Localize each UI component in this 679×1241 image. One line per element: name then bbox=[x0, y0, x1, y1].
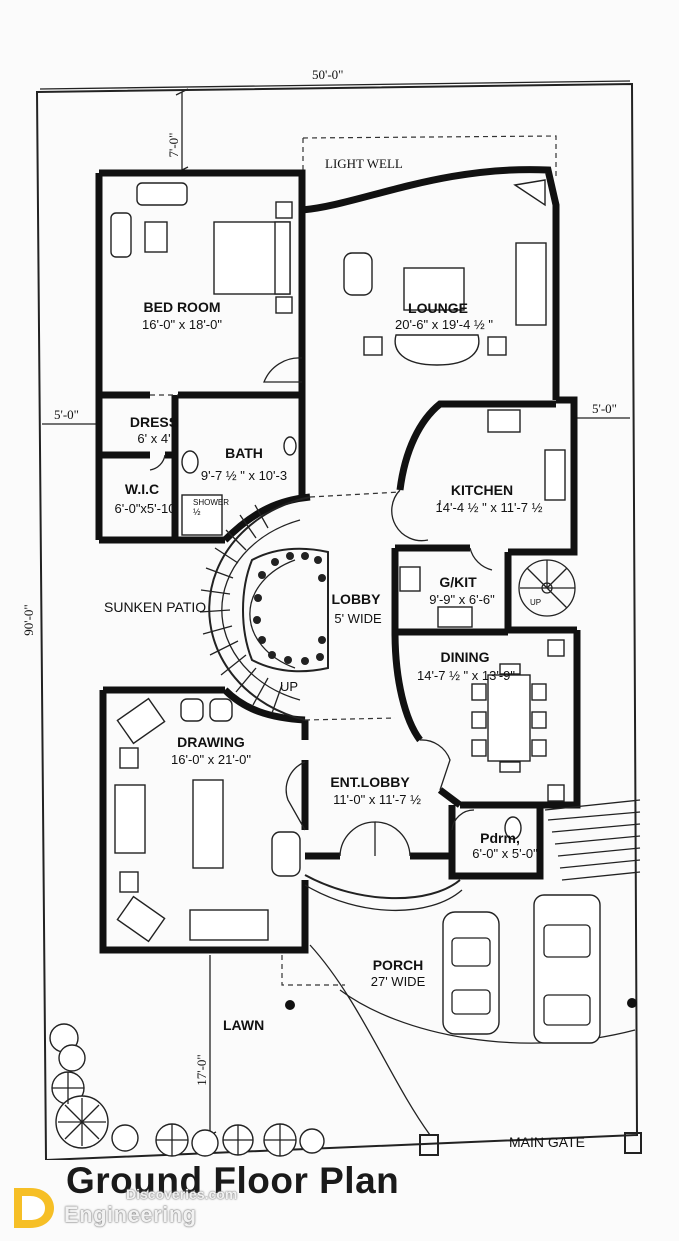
bedroom-furniture bbox=[110, 182, 293, 314]
landscape-trees bbox=[49, 1023, 325, 1157]
dining-name: DINING bbox=[441, 649, 490, 665]
porch-name: PORCH bbox=[373, 957, 424, 973]
lobby-size: 5' WIDE bbox=[334, 611, 382, 626]
drawing-name: DRAWING bbox=[177, 734, 245, 750]
plot-boundary bbox=[35, 80, 639, 1160]
sunken-patio-label: SUNKEN PATIO bbox=[104, 599, 206, 615]
wic-size: 6'-0"x5'-10 bbox=[115, 501, 176, 516]
brand-watermark: Discoveries.com Engineering bbox=[8, 1180, 258, 1235]
bedroom-name: BED ROOM bbox=[144, 299, 221, 315]
gkit-name: G/KIT bbox=[439, 574, 477, 590]
car-right bbox=[533, 894, 601, 1044]
walls bbox=[95, 166, 581, 954]
dining-furniture bbox=[471, 639, 565, 802]
shower-name: SHOWER bbox=[193, 498, 229, 507]
main-staircase bbox=[199, 496, 329, 721]
brand-line-2: Engineering bbox=[64, 1202, 197, 1227]
entry-steps bbox=[544, 799, 641, 881]
dress-name: DRESS bbox=[130, 414, 178, 430]
plot-width-label: 50'-0" bbox=[312, 67, 343, 82]
ent-lobby-name: ENT.LOBBY bbox=[330, 774, 410, 790]
pdrm-fixtures bbox=[504, 816, 522, 840]
plot-depth-label: 90'-0" bbox=[21, 604, 36, 635]
spiral-up-label: UP bbox=[530, 598, 541, 607]
main-gate-label: MAIN GATE bbox=[509, 1134, 585, 1150]
kitchen-size: 14'-4 ½ " x 11'-7 ½ bbox=[436, 500, 543, 515]
right-setback-label: 5'-0" bbox=[592, 401, 617, 416]
bath-size: 9'-7 ½ " x 10'-3 bbox=[201, 468, 287, 483]
lawn-label: LAWN bbox=[223, 1017, 264, 1033]
lounge-size: 20'-6" x 19'-4 ½ " bbox=[395, 317, 493, 332]
shower-size: ½ bbox=[193, 507, 201, 517]
openings bbox=[150, 394, 441, 986]
bedroom-size: 16'-0" x 18'-0" bbox=[142, 317, 222, 332]
left-setback-label: 5'-0" bbox=[54, 407, 79, 422]
drawing-size: 16'-0" x 21'-0" bbox=[171, 752, 251, 767]
gkit-size: 9'-9" x 6'-6" bbox=[429, 592, 495, 607]
light-well-label: LIGHT WELL bbox=[325, 156, 403, 171]
pdrm-size: 6'-0" x 5'-0" bbox=[472, 846, 538, 861]
light-well-outline bbox=[302, 135, 557, 180]
ent-lobby-size: 11'-0" x 11'-7 ½ bbox=[333, 792, 421, 807]
dining-size: 14'-7 ½ " x 13'-9" bbox=[417, 668, 515, 683]
bath-fixtures bbox=[181, 436, 297, 536]
spiral-staircase bbox=[518, 559, 576, 617]
kitchen-name: KITCHEN bbox=[451, 482, 513, 498]
pdrm-name: Pdrm, bbox=[480, 830, 520, 846]
lounge-furniture bbox=[343, 179, 547, 366]
lounge-name: LOUNGE bbox=[408, 300, 468, 316]
front-setback-label: 7'-0" bbox=[166, 133, 181, 158]
drawing-furniture bbox=[114, 697, 301, 943]
stair-up-label: UP bbox=[280, 679, 298, 694]
bath-name: BATH bbox=[225, 445, 263, 461]
floor-plan-drawing: 50'-0" 7'-0" 5'-0" 5'-0" 90'-0" 17'-0" L… bbox=[21, 67, 642, 1160]
porch-size: 27' WIDE bbox=[371, 974, 426, 989]
brand-line-1: Discoveries.com bbox=[126, 1186, 238, 1202]
lobby-name: LOBBY bbox=[332, 591, 382, 607]
kitchen-fixtures bbox=[399, 409, 566, 628]
doors bbox=[149, 357, 493, 857]
dress-size: 6' x 4' bbox=[137, 431, 170, 446]
car-left bbox=[442, 911, 500, 1035]
wic-name: W.I.C bbox=[125, 481, 159, 497]
plan-title: Ground Floor Plan bbox=[66, 1160, 400, 1201]
brand-logo-icon bbox=[14, 1188, 54, 1228]
lawn-depth-label: 17'-0" bbox=[194, 1054, 209, 1085]
